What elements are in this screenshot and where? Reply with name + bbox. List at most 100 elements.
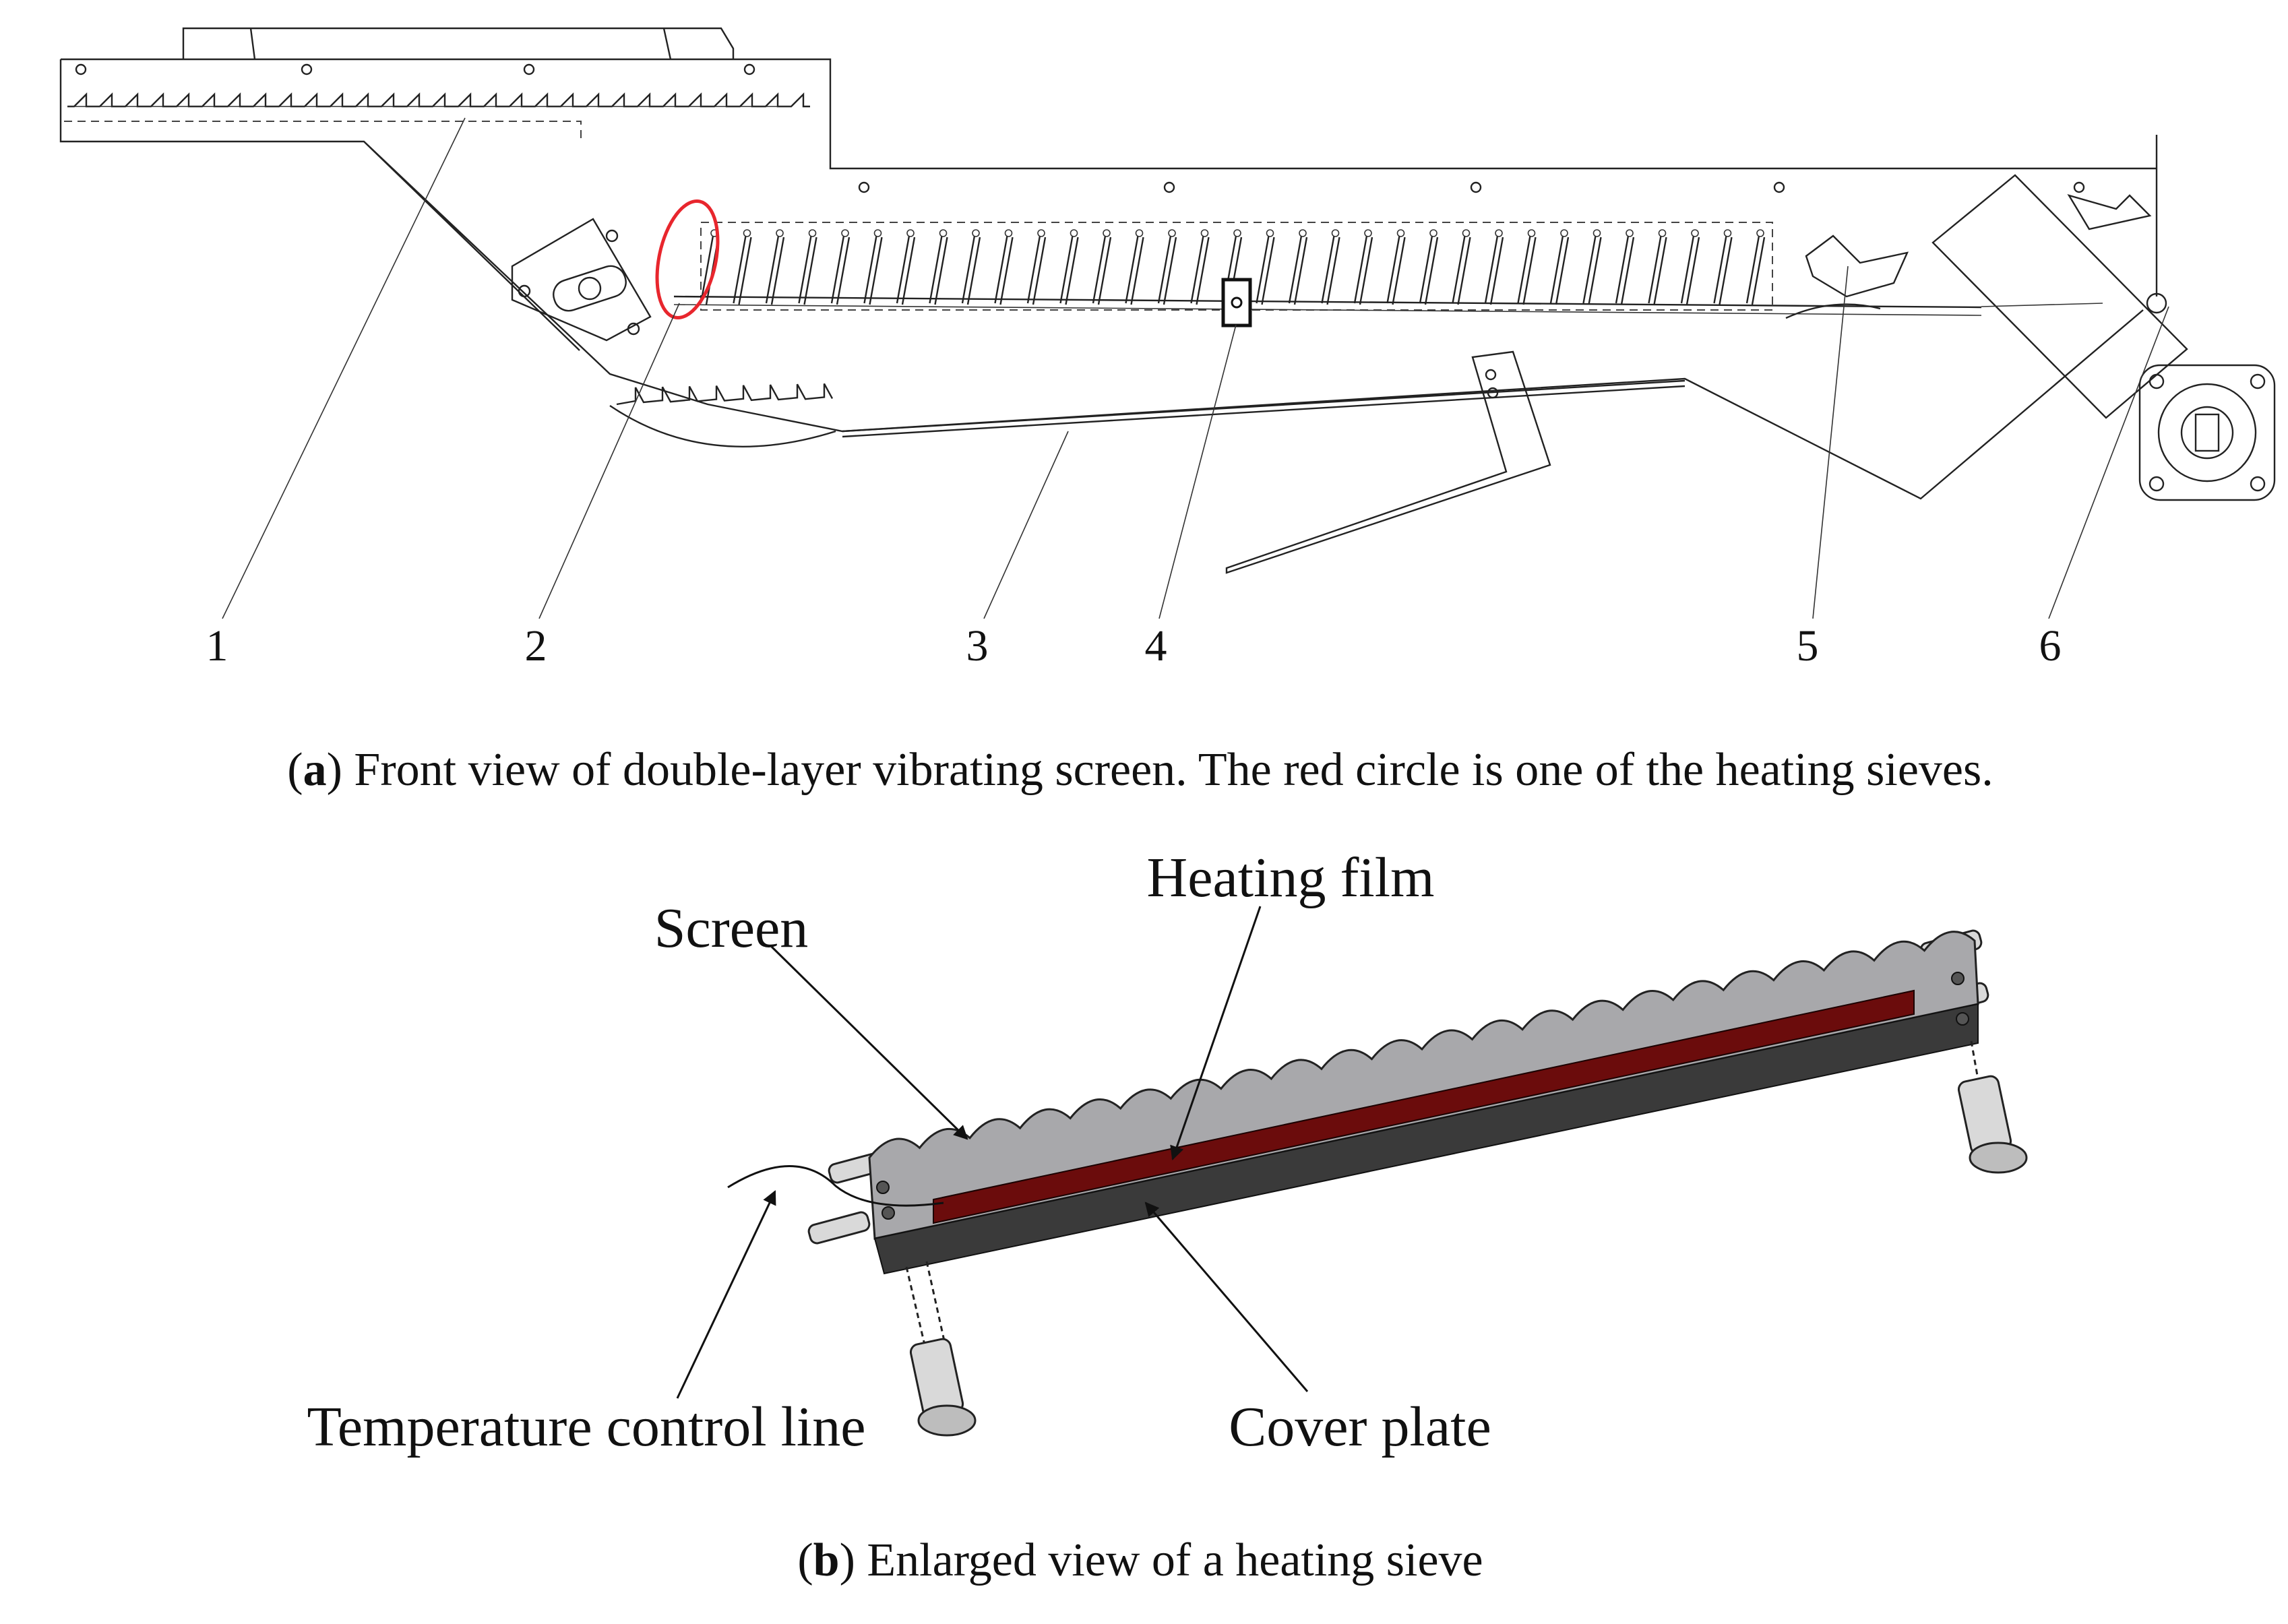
leader-temperature-line [676, 1190, 776, 1399]
heating-sieve-pin [1331, 229, 1340, 237]
left-bracket [511, 218, 652, 342]
heating-sieve-pin [1070, 229, 1078, 237]
caption-a-text: Front view of double-layer vibrating scr… [354, 744, 1993, 796]
heating-sieve-pin [939, 229, 948, 237]
panel-a-drawing: 1 2 3 4 5 6 [59, 27, 2276, 670]
part-number-1: 1 [206, 621, 228, 670]
heating-sieve [1582, 235, 1602, 305]
discharge-chute [1225, 350, 1551, 574]
frame-hole [301, 63, 313, 75]
frame-outline [59, 58, 2158, 500]
heating-sieve-row [700, 229, 1766, 305]
part-number-2: 2 [525, 621, 547, 670]
heating-sieve-pin [1593, 229, 1601, 237]
heating-sieve-pin [841, 229, 849, 237]
bolt-left [905, 1261, 977, 1437]
heating-sieve [1256, 235, 1275, 305]
temperature-control-wire [727, 1165, 944, 1207]
heating-sieve-pin [1103, 229, 1111, 237]
heating-sieve-pin [808, 229, 817, 237]
heating-sieve-pin [1037, 229, 1045, 237]
heating-sieve [1648, 235, 1667, 305]
chute-hole-1 [1485, 369, 1497, 381]
heating-sieve [994, 235, 1014, 305]
heating-sieve-pin [1429, 229, 1437, 237]
heating-sieve-pin [1626, 229, 1634, 237]
frame-hole [1773, 181, 1785, 193]
chute-hole-2 [1487, 387, 1499, 399]
frame-hole [743, 63, 755, 75]
heating-sieve-pin [776, 229, 784, 237]
heating-sieve-pin [1462, 229, 1471, 237]
caption-a-letter: a [303, 744, 327, 796]
heating-sieve [1321, 235, 1340, 305]
heating-sieve-pin [1495, 229, 1503, 237]
heating-sieve-pin [743, 229, 751, 237]
leader-heating-film [1170, 906, 1262, 1160]
leader-cover-plate [1144, 1201, 1309, 1392]
heating-sieve [1713, 235, 1733, 305]
heating-sieve [863, 235, 883, 305]
heating-sieve-pin [1004, 229, 1013, 237]
heating-sieve-pin [1233, 229, 1241, 237]
heating-sieve [830, 235, 851, 305]
caption-b-letter: b [813, 1534, 840, 1586]
heating-sieve [1092, 235, 1112, 305]
heating-sieve [1419, 235, 1439, 305]
panel-b-drawing: Screen Heating film Temperature control … [307, 846, 2028, 1458]
heating-sieve [1549, 235, 1570, 305]
heating-sieve [1157, 235, 1177, 305]
frame-hole [2073, 181, 2085, 193]
heating-sieve [1125, 235, 1144, 305]
heating-sieve [1615, 235, 1635, 305]
lower-arc [609, 405, 836, 447]
heating-sieve-pin [1658, 229, 1667, 237]
component-4-hole [1231, 296, 1243, 309]
heating-sieve-pin [1691, 229, 1699, 237]
heating-sieve [1288, 235, 1308, 305]
heating-sieve [961, 235, 981, 305]
heating-sieve-pin [873, 229, 882, 237]
heating-sieve [1745, 235, 1766, 305]
leader-screen [770, 945, 968, 1140]
bolt-right [1957, 1040, 2028, 1174]
heating-sieve [1190, 235, 1210, 305]
label-screen: Screen [654, 897, 809, 960]
caption-b: (b) Enlarged view of a heating sieve [797, 1534, 1483, 1586]
right-assembly [1785, 174, 2276, 501]
heating-sieve-pin [1299, 229, 1307, 237]
heating-sieve-pin [972, 229, 980, 237]
lower-sieve-plate [842, 379, 1686, 438]
heating-sieve [1517, 235, 1537, 305]
heating-sieve-pin [1723, 229, 1732, 237]
heating-sieve-pin [1135, 229, 1144, 237]
highlight-circle [655, 199, 720, 320]
upper-rail-2 [673, 304, 1982, 316]
frame-hole [1470, 181, 1482, 193]
heating-sieve-pin [1560, 229, 1568, 237]
frame-hole [523, 63, 535, 75]
heating-sieve-pin [1756, 229, 1764, 237]
heating-sieve-pin [1266, 229, 1274, 237]
feed-plate-1 [64, 121, 582, 142]
heating-sieve [798, 235, 817, 305]
feed-hopper [182, 27, 735, 60]
heating-sieve-pin [1527, 229, 1536, 237]
heating-sieve [1680, 235, 1700, 305]
heating-sieve [1059, 235, 1079, 305]
label-cover-plate: Cover plate [1229, 1396, 1491, 1458]
part-number-6: 6 [2039, 621, 2062, 670]
heating-sieve [1026, 235, 1047, 305]
frame-hole [858, 181, 870, 193]
part-number-3: 3 [966, 621, 989, 670]
frame-hole [1163, 181, 1175, 193]
heating-sieve [765, 235, 785, 305]
heating-sieve [1452, 235, 1471, 305]
heating-sieve-pin [1396, 229, 1405, 237]
frame-hole [75, 63, 87, 75]
heating-sieve [1353, 235, 1373, 305]
heating-sieve [929, 235, 948, 305]
heating-sieve-pin [1364, 229, 1372, 237]
